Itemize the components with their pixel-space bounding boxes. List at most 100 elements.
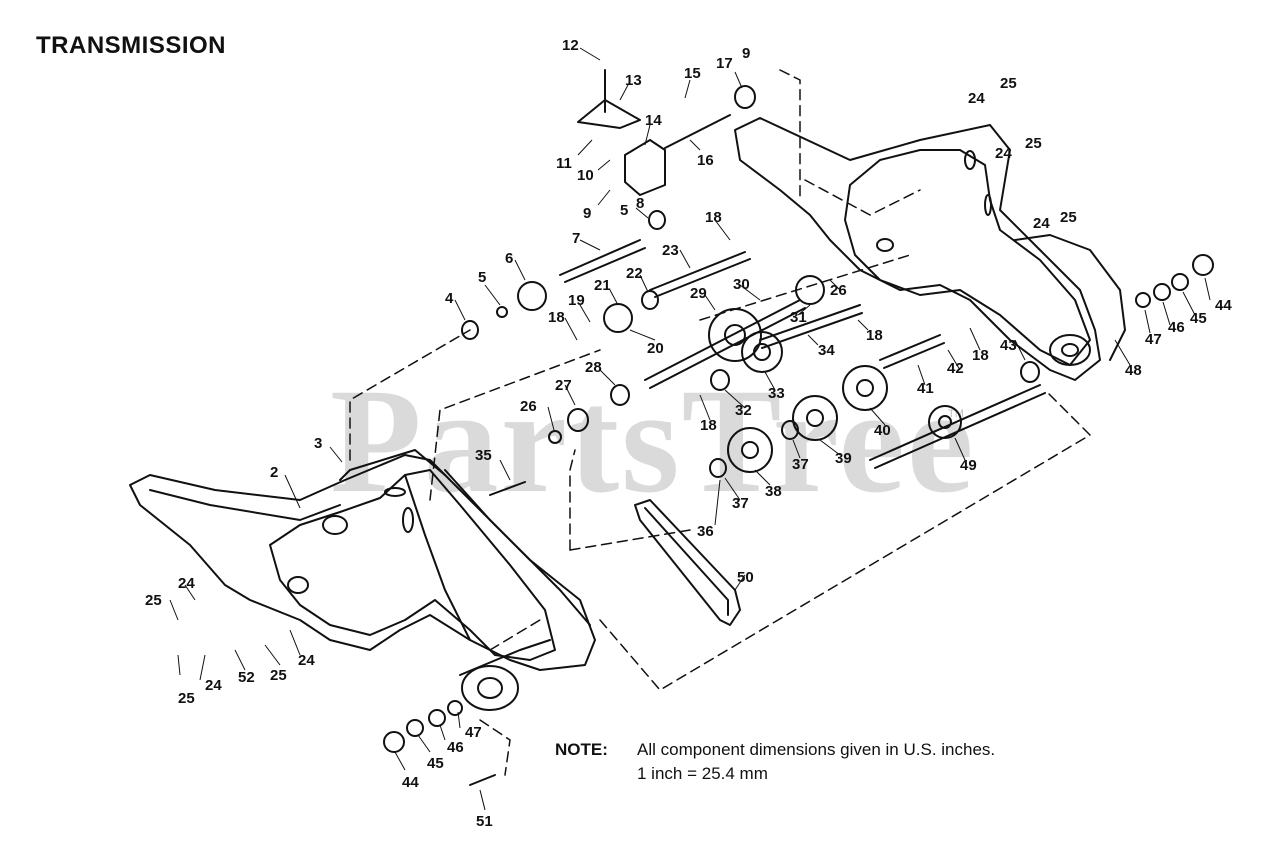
label-18e: 18 xyxy=(972,347,989,364)
label-48: 48 xyxy=(1125,362,1142,379)
label-20: 20 xyxy=(647,340,664,357)
label-2: 2 xyxy=(270,464,278,481)
left-housing-outer xyxy=(129,454,596,671)
label-25f: 25 xyxy=(270,667,287,684)
label-50: 50 xyxy=(737,569,754,586)
label-16: 16 xyxy=(697,152,714,169)
label-13: 13 xyxy=(625,72,642,89)
label-41: 41 xyxy=(917,380,934,397)
label-18d: 18 xyxy=(700,417,717,434)
gear-33 xyxy=(741,331,783,373)
label-14: 14 xyxy=(645,112,662,129)
shaft-49 xyxy=(869,384,1046,469)
label-18c: 18 xyxy=(866,327,883,344)
note-label: NOTE: xyxy=(555,740,608,759)
label-17: 17 xyxy=(716,55,733,72)
label-24c: 24 xyxy=(1033,215,1050,232)
label-42: 42 xyxy=(947,360,964,377)
diagram-title: TRANSMISSION xyxy=(36,32,227,59)
label-45b: 45 xyxy=(427,755,444,772)
label-39: 39 xyxy=(835,450,852,467)
label-19: 19 xyxy=(568,292,585,309)
gear-21 xyxy=(603,303,633,333)
label-32: 32 xyxy=(735,402,752,419)
gear-40 xyxy=(842,365,888,411)
label-52: 52 xyxy=(238,669,255,686)
bolt-51 xyxy=(469,774,496,786)
note-line1: All component dimensions given in U.S. i… xyxy=(637,740,996,759)
label-36: 36 xyxy=(697,523,714,540)
label-37: 37 xyxy=(792,456,809,473)
label-34: 34 xyxy=(818,342,835,359)
gear-39 xyxy=(792,395,838,441)
label-23: 23 xyxy=(662,242,679,259)
shaft-34 xyxy=(759,304,863,349)
label-25: 25 xyxy=(1000,75,1017,92)
label-45: 45 xyxy=(1190,310,1207,327)
label-12: 12 xyxy=(562,37,579,54)
label-25e: 25 xyxy=(178,690,195,707)
label-46: 46 xyxy=(1168,319,1185,336)
label-24f: 24 xyxy=(298,652,315,669)
shaft-41 xyxy=(879,334,945,369)
label-18b: 18 xyxy=(548,309,565,326)
watermark: PartsTree xyxy=(330,358,976,524)
label-31: 31 xyxy=(790,309,807,326)
label-28: 28 xyxy=(585,359,602,376)
label-25b: 25 xyxy=(1025,135,1042,152)
label-29: 29 xyxy=(690,285,707,302)
label-26b: 26 xyxy=(520,398,537,415)
left-sprocket xyxy=(461,665,519,711)
label-6: 6 xyxy=(505,250,513,267)
label-33: 33 xyxy=(768,385,785,402)
label-5: 5 xyxy=(620,202,628,219)
label-51: 51 xyxy=(476,813,493,830)
label-46b: 46 xyxy=(447,739,464,756)
chain xyxy=(634,499,741,626)
shift-rod xyxy=(664,114,731,149)
label-37b: 37 xyxy=(732,495,749,512)
label-47: 47 xyxy=(1145,331,1162,348)
gear-29 xyxy=(708,308,762,362)
label-40: 40 xyxy=(874,422,891,439)
label-27: 27 xyxy=(555,377,572,394)
label-38: 38 xyxy=(765,483,782,500)
label-25d: 25 xyxy=(145,592,162,609)
gear-49 xyxy=(928,405,962,439)
right-sprocket xyxy=(1049,334,1091,366)
shifter-block xyxy=(624,139,666,196)
gear-31 xyxy=(795,275,825,305)
label-22: 22 xyxy=(626,265,643,282)
left-housing-inner xyxy=(269,469,556,661)
label-35: 35 xyxy=(475,447,492,464)
label-5b: 5 xyxy=(478,269,486,286)
label-18: 18 xyxy=(705,209,722,226)
shift-lever xyxy=(577,69,641,129)
label-44: 44 xyxy=(1215,297,1232,314)
shaft-23 xyxy=(649,251,751,298)
label-8: 8 xyxy=(636,195,644,212)
label-24: 24 xyxy=(968,90,985,107)
label-44b: 44 xyxy=(402,774,419,791)
label-15: 15 xyxy=(684,65,701,82)
gear-38 xyxy=(727,427,773,473)
right-housing-inner xyxy=(844,149,1091,366)
part-labels: 12 13 17 9 15 14 16 11 10 9 8 5 18 7 23 … xyxy=(145,37,1232,830)
label-47b: 47 xyxy=(465,724,482,741)
label-7: 7 xyxy=(572,230,580,247)
label-25c: 25 xyxy=(1060,209,1077,226)
label-24d: 24 xyxy=(178,575,195,592)
shaft-35 xyxy=(489,481,526,496)
dimension-note: NOTE: All component dimensions given in U… xyxy=(555,738,995,786)
label-24b: 24 xyxy=(995,145,1012,162)
label-4: 4 xyxy=(445,290,454,307)
label-30: 30 xyxy=(733,276,750,293)
shaft-30 xyxy=(644,299,806,389)
label-11: 11 xyxy=(556,155,572,172)
label-43: 43 xyxy=(1000,337,1017,354)
label-9: 9 xyxy=(742,45,750,62)
note-line2: 1 inch = 25.4 mm xyxy=(637,764,768,783)
label-9b: 9 xyxy=(583,205,591,222)
label-49: 49 xyxy=(960,457,977,474)
